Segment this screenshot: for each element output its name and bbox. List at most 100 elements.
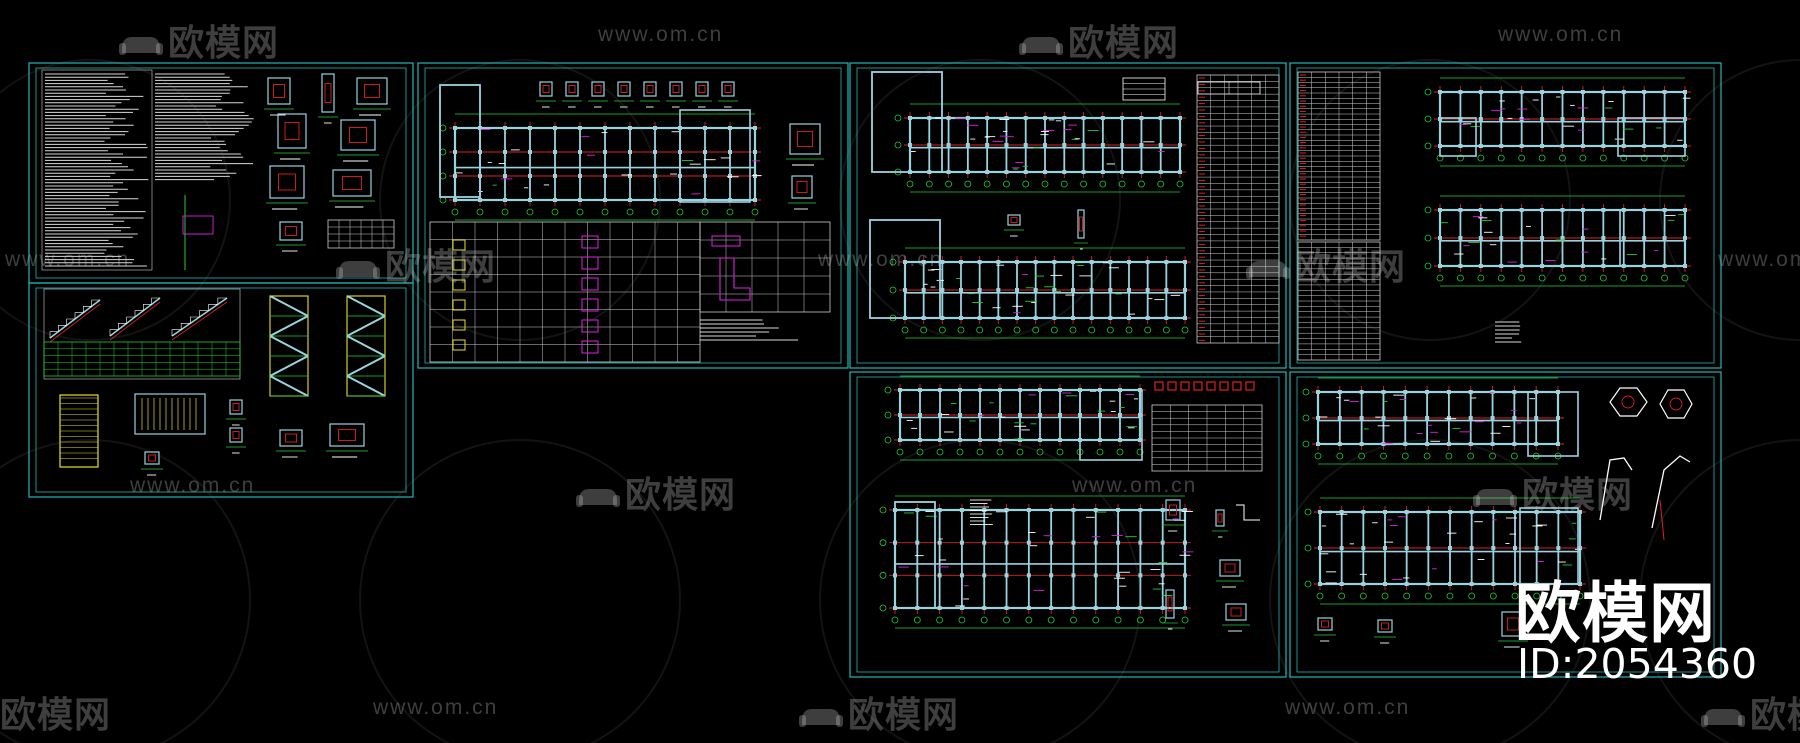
axis-bubble [726, 208, 734, 216]
column [1540, 208, 1545, 212]
detail-outline [721, 81, 735, 97]
column [1381, 416, 1386, 420]
watermark-circle [1639, 439, 1800, 743]
foundation-wing [679, 109, 751, 203]
column [1138, 573, 1143, 578]
column [1116, 573, 1121, 578]
axis-bubble [1336, 452, 1344, 460]
column [1556, 510, 1561, 514]
column [1093, 606, 1098, 610]
column [1071, 540, 1076, 545]
column [578, 198, 582, 202]
column [1138, 540, 1143, 545]
column [915, 540, 920, 545]
watermark-circles [0, 59, 1800, 743]
axis-bubble [906, 180, 914, 188]
axis-bubble [1136, 448, 1144, 456]
column [1359, 390, 1364, 394]
detail-outline [229, 427, 243, 443]
detail-rebar [594, 85, 602, 93]
axis-bubble [936, 616, 944, 624]
column [1683, 90, 1687, 94]
sheet-frame [849, 371, 1287, 678]
column [453, 150, 457, 154]
detail-rebar [1224, 563, 1236, 573]
axis-bubble [501, 208, 509, 216]
watermark-circle [359, 439, 681, 743]
column [1534, 442, 1539, 446]
detail-rebar [232, 431, 240, 439]
detail-rebar [672, 85, 680, 93]
axis-bubble [1538, 154, 1546, 162]
column [1015, 260, 1019, 264]
column [553, 150, 557, 154]
eave-rebar [1659, 499, 1665, 541]
column [1404, 510, 1409, 514]
column [937, 606, 942, 610]
column [1337, 416, 1342, 420]
column [1127, 316, 1131, 320]
axis-bubble [576, 208, 584, 216]
column [1118, 413, 1122, 417]
axis-bubble [1118, 180, 1126, 188]
column [1183, 508, 1187, 512]
section-detail [182, 215, 214, 235]
pile-cap-symbol [581, 235, 599, 249]
detail-rebar [646, 85, 654, 93]
axis-bubble [976, 326, 984, 334]
column [898, 388, 902, 392]
axis-bubble [1424, 115, 1432, 123]
axis-bubble [1070, 616, 1077, 624]
column [1015, 288, 1019, 292]
column [1100, 143, 1105, 147]
column [978, 388, 982, 392]
column [1158, 143, 1163, 147]
column [1120, 143, 1125, 147]
column [1100, 170, 1105, 174]
column [1381, 390, 1386, 394]
column [1540, 117, 1545, 121]
column [528, 126, 532, 130]
column [1183, 540, 1187, 545]
axis-bubble [1401, 452, 1409, 460]
detail-rebar [1217, 513, 1223, 523]
column [958, 438, 962, 442]
axis-bubble [964, 180, 972, 188]
column [1469, 510, 1474, 514]
watermark-id-label: ID:2054360 [1517, 640, 1758, 688]
axis-bubble [1358, 452, 1366, 460]
column [578, 126, 582, 130]
hexagon-detail [1609, 387, 1648, 417]
axis-bubble [1359, 592, 1367, 600]
axis-bubble [1381, 592, 1389, 600]
stair-step [199, 310, 209, 317]
column [1127, 288, 1131, 292]
column [1499, 208, 1504, 212]
detail-rebar [1010, 217, 1018, 223]
axis-bubble [1457, 154, 1464, 162]
axis-bubble [1436, 274, 1444, 282]
column [603, 150, 607, 154]
column [1499, 90, 1504, 94]
column [703, 174, 707, 178]
detail-outline [277, 113, 307, 149]
column [1108, 316, 1113, 320]
axis-bubble [1518, 154, 1526, 162]
detail-outline [356, 77, 388, 105]
column [921, 260, 926, 264]
axis-bubble [1013, 326, 1021, 334]
column [1071, 316, 1075, 320]
column [653, 150, 657, 154]
column [1642, 117, 1647, 121]
column [1118, 438, 1122, 442]
column [1339, 510, 1344, 514]
footing-symbol [452, 299, 466, 311]
stair-step [74, 312, 84, 319]
axis-bubble [1533, 592, 1541, 600]
column [1642, 144, 1647, 148]
axis-bubble [1302, 414, 1310, 422]
axis-bubble [1661, 274, 1668, 282]
column [998, 388, 1002, 392]
column [1089, 288, 1094, 292]
stair-zigzag [269, 335, 309, 357]
